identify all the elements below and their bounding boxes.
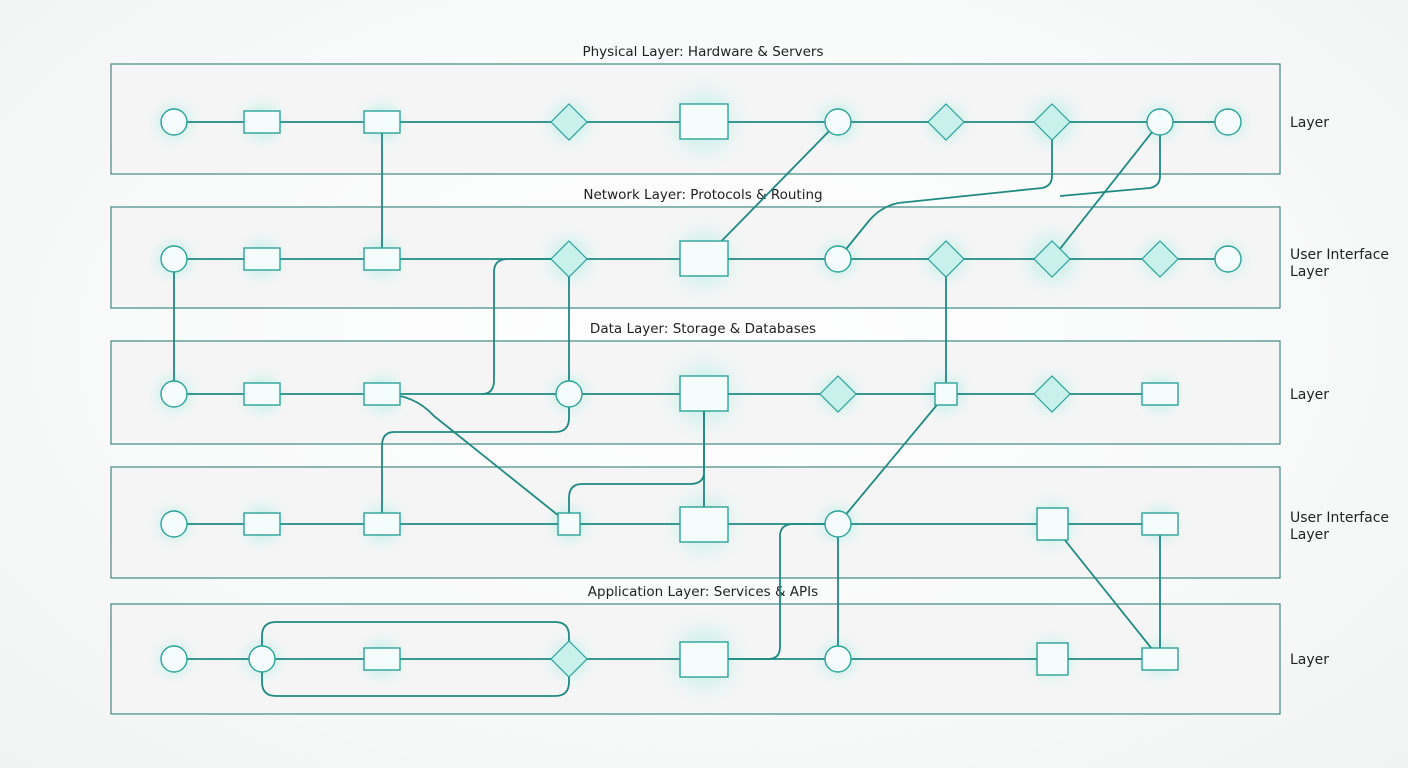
connector	[837, 122, 1053, 260]
circle-node	[555, 380, 583, 408]
side-labels: Layer User Interface Layer Layer User In…	[1290, 115, 1389, 668]
diamond-node	[550, 103, 588, 141]
diamond-node	[1033, 103, 1071, 141]
diamond-node	[927, 103, 965, 141]
circle-node	[824, 645, 852, 673]
diamond-node	[1033, 240, 1071, 278]
square-node	[363, 647, 401, 671]
nodes-physical	[160, 103, 1242, 141]
connector	[1051, 523, 1161, 660]
side-label-physical: Layer	[1290, 115, 1329, 131]
square-node	[243, 382, 281, 406]
side-label-application: Layer	[1290, 652, 1329, 668]
square-node	[1141, 512, 1179, 536]
square-node	[363, 512, 401, 536]
diamond-node	[1141, 240, 1179, 278]
square-node	[243, 512, 281, 536]
title-data: Data Layer: Storage & Databases	[590, 321, 816, 337]
circle-node	[824, 510, 852, 538]
connector	[481, 258, 569, 395]
square-node	[1036, 507, 1069, 541]
title-network: Network Layer: Protocols & Routing	[583, 187, 822, 203]
circle-node	[160, 510, 188, 538]
connector	[261, 621, 570, 659]
circle-node	[160, 645, 188, 673]
square-node	[243, 247, 281, 271]
diamond-node	[550, 640, 588, 678]
side-label-network-line2: Layer	[1290, 264, 1329, 280]
square-node	[243, 110, 281, 134]
nodes-application	[160, 640, 1179, 678]
circle-node	[160, 380, 188, 408]
connector	[261, 659, 570, 697]
large-square-node	[679, 103, 729, 140]
large-square-node	[679, 506, 729, 543]
title-application: Application Layer: Services & APIs	[588, 584, 818, 600]
large-square-node	[679, 375, 729, 412]
circle-node	[824, 108, 852, 136]
circle-node	[160, 108, 188, 136]
square-node	[1141, 382, 1179, 406]
diamond-node	[819, 375, 857, 413]
circle-node	[248, 645, 276, 673]
side-label-network-line1: User Interface	[1290, 247, 1389, 263]
circle-node	[1146, 108, 1174, 136]
connector	[1051, 121, 1161, 260]
circle-node	[1214, 108, 1242, 136]
nodes-network	[160, 240, 1242, 278]
large-square-node	[679, 641, 729, 678]
circle-node	[160, 245, 188, 273]
nodes-user-interface	[160, 506, 1179, 543]
connector	[568, 394, 705, 524]
diamond-node	[1033, 375, 1071, 413]
square-node	[363, 382, 401, 406]
side-label-ui-line2: Layer	[1290, 527, 1329, 543]
square-node	[1141, 647, 1179, 671]
square-node	[363, 110, 401, 134]
large-square-node	[679, 240, 729, 277]
connector	[703, 121, 839, 260]
connector	[1059, 122, 1161, 197]
circle-node	[824, 245, 852, 273]
connector	[704, 523, 838, 660]
diamond-node	[550, 240, 588, 278]
small-square-node	[557, 512, 581, 536]
square-node	[363, 247, 401, 271]
circle-node	[1214, 245, 1242, 273]
side-label-data: Layer	[1290, 387, 1329, 403]
connector	[381, 394, 570, 524]
title-physical: Physical Layer: Hardware & Servers	[582, 44, 823, 60]
side-label-ui-line1: User Interface	[1290, 510, 1389, 526]
diamond-node	[927, 240, 965, 278]
nodes-data	[160, 375, 1179, 413]
small-square-node	[934, 382, 958, 406]
connector	[837, 393, 947, 525]
square-node	[1036, 642, 1069, 676]
